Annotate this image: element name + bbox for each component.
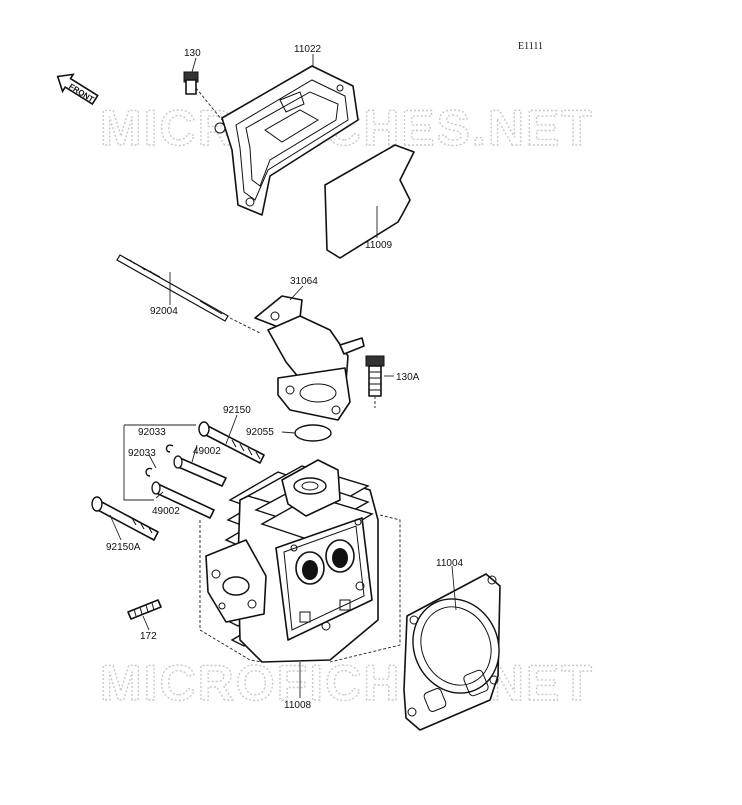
- bolt-92150a-part: [91, 496, 159, 541]
- bolt-130a-part: [365, 355, 385, 408]
- head-gasket-part: [403, 573, 501, 731]
- label-130: 130: [184, 48, 201, 59]
- leader-lines: [109, 54, 457, 698]
- clip-92033a-part: [165, 444, 174, 453]
- label-11022: 11022: [294, 44, 322, 55]
- label-92150: 92150: [223, 405, 251, 416]
- label-49002-a: 49002: [193, 446, 221, 457]
- label-11009: 11009: [365, 240, 393, 251]
- front-arrow-icon: FRONT: [56, 73, 99, 106]
- cylinder-head-part: [199, 459, 401, 663]
- valve-cover-part: [214, 65, 359, 216]
- stud-172-part: [127, 599, 162, 620]
- label-172: 172: [140, 631, 157, 642]
- label-92004: 92004: [150, 306, 178, 317]
- label-92150a: 92150A: [106, 542, 141, 553]
- label-130a: 130A: [396, 372, 420, 383]
- bolt-92150-part: [198, 421, 265, 464]
- bolt-130-part: [183, 71, 223, 121]
- label-31064: 31064: [290, 276, 318, 287]
- clip-92033b-part: [145, 467, 153, 477]
- collar-49002b-part: [151, 481, 215, 519]
- o-ring-92055-part: [294, 424, 332, 442]
- stud-92004-part: [116, 254, 261, 334]
- intake-pipe-part: [254, 295, 365, 421]
- label-11004: 11004: [436, 558, 464, 569]
- label-11008: 11008: [284, 700, 312, 711]
- label-92033-a: 92033: [138, 427, 166, 438]
- watermark-bottom: MICROFICHES.NET: [100, 655, 594, 711]
- label-92033-b: 92033: [128, 448, 156, 459]
- label-92055: 92055: [246, 427, 274, 438]
- cover-gasket-part: [324, 144, 415, 259]
- label-49002-b: 49002: [152, 506, 180, 517]
- diagram-code: E1111: [518, 41, 543, 52]
- collar-49002a-part: [173, 455, 227, 487]
